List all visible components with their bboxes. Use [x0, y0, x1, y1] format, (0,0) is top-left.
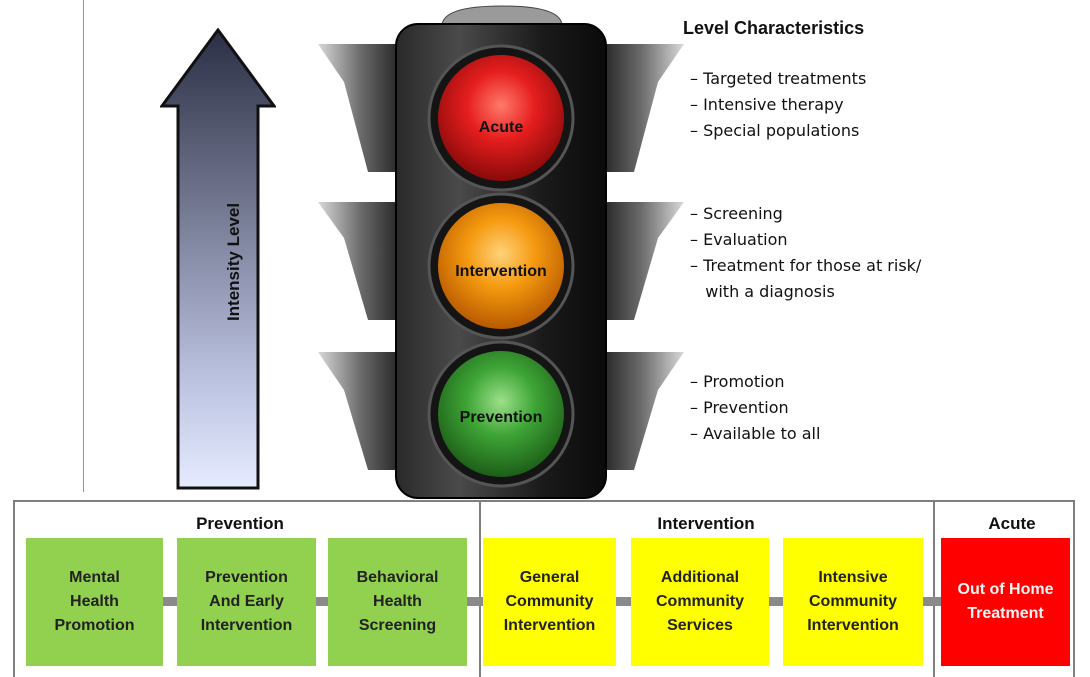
level-characteristics-title: Level Characteristics: [683, 18, 865, 38]
list-item: – Screening: [690, 204, 783, 223]
connector-line: [923, 597, 941, 606]
section-divider: [479, 500, 481, 677]
intensity-level-label: Intensity Level: [224, 202, 243, 322]
box-behavioral-health-screening: Behavioral Health Screening: [328, 538, 467, 666]
connector-line: [163, 597, 177, 606]
list-item: – Targeted treatments: [690, 69, 867, 88]
box-additional-community-services: Additional Community Services: [631, 538, 769, 666]
box-mental-health-promotion: Mental Health Promotion: [26, 538, 163, 666]
connector-line: [616, 597, 631, 606]
list-item: – Special populations: [690, 121, 860, 140]
connector-line: [769, 597, 783, 606]
intensity-arrow-icon: [160, 28, 276, 490]
lamp-label-prevention: Prevention: [459, 409, 543, 426]
list-item: – Available to all: [690, 424, 821, 443]
intervention-characteristics-list: – Screening – Evaluation – Treatment for…: [690, 201, 921, 305]
list-item: with a diagnosis: [690, 282, 835, 301]
lamp-label-acute: Acute: [478, 119, 524, 136]
acute-characteristics-list: – Targeted treatments – Intensive therap…: [690, 66, 866, 144]
section-heading-prevention: Prevention: [196, 514, 284, 533]
connector-line: [467, 597, 483, 606]
list-item: – Promotion: [690, 372, 785, 391]
list-item: – Evaluation: [690, 230, 788, 249]
continuum-panel: [13, 500, 1075, 677]
section-heading-acute: Acute: [988, 514, 1036, 533]
prevention-characteristics-list: – Promotion – Prevention – Available to …: [690, 369, 820, 447]
left-border-line: [83, 0, 84, 492]
traffic-light-icon: [318, 5, 684, 499]
list-item: – Treatment for those at risk/: [690, 256, 922, 275]
section-divider: [933, 500, 935, 677]
list-item: – Prevention: [690, 398, 789, 417]
box-general-community-intervention: General Community Intervention: [483, 538, 616, 666]
lamp-label-intervention: Intervention: [455, 263, 547, 280]
connector-line: [316, 597, 328, 606]
box-out-of-home-treatment: Out of Home Treatment: [941, 538, 1070, 666]
box-prevention-and-early-intervention: Prevention And Early Intervention: [177, 538, 316, 666]
box-intensive-community-intervention: Intensive Community Intervention: [783, 538, 923, 666]
section-heading-intervention: Intervention: [657, 514, 755, 533]
list-item: – Intensive therapy: [690, 95, 844, 114]
